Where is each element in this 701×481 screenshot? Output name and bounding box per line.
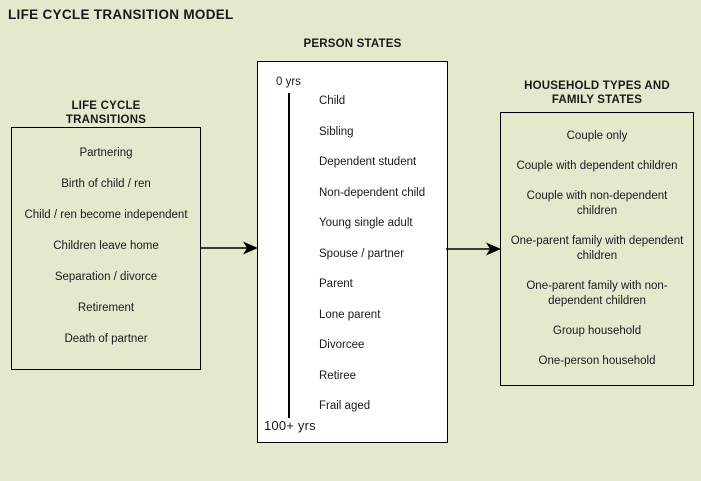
list-item: Dependent student — [319, 156, 417, 168]
list-item: One-person household — [538, 355, 656, 367]
age-start-label: 0 yrs — [276, 76, 301, 88]
list-item: Couple with non-dependent children — [526, 190, 668, 217]
right-heading-line-2: FAMILY STATES — [551, 94, 643, 106]
list-item: Couple with dependent children — [516, 160, 678, 172]
list-item: Non-dependent child — [319, 186, 426, 199]
list-item: One-parent family with non-dependent chi… — [526, 280, 668, 307]
list-item: Separation / divorce — [54, 271, 158, 283]
age-end-label: 100+ yrs — [264, 418, 316, 433]
age-timeline-line — [288, 93, 290, 418]
list-item: Death of partner — [64, 333, 148, 345]
arrow-left-to-center-icon — [200, 238, 260, 263]
right-heading-line-1: HOUSEHOLD TYPES AND — [524, 80, 670, 92]
arrow-center-to-right-icon — [446, 239, 504, 264]
list-item: Young single adult — [319, 217, 413, 229]
list-item: Spouse / partner — [319, 247, 405, 260]
list-item: Retirement — [77, 302, 135, 314]
list-item: Divorcee — [319, 339, 365, 351]
right-column-heading: HOUSEHOLD TYPES AND FAMILY STATES — [500, 79, 694, 107]
left-heading-line-1: LIFE CYCLE — [71, 100, 141, 112]
left-column-heading: LIFE CYCLE TRANSITIONS — [16, 99, 196, 127]
list-item: Frail aged — [319, 400, 371, 412]
list-item: Retiree — [319, 369, 357, 382]
life-cycle-transitions-list: Partnering Birth of child / ren Child / … — [12, 146, 200, 363]
center-column-heading: PERSON STATES — [303, 38, 402, 50]
list-item: Children leave home — [53, 240, 159, 252]
list-item: Group household — [552, 325, 642, 337]
list-item: Couple only — [566, 130, 628, 142]
life-cycle-transitions-box: Partnering Birth of child / ren Child / … — [11, 127, 201, 370]
list-item: Child — [319, 95, 346, 107]
household-types-list: Couple only Couple with dependent childr… — [501, 129, 693, 384]
person-states-box: 0 yrs 100+ yrs Child Sibling Dependent s… — [257, 61, 448, 443]
list-item: Child / ren become independent — [24, 209, 188, 221]
list-item: One-parent family with dependent childre… — [510, 235, 684, 262]
list-item: Parent — [319, 278, 353, 290]
list-item: Lone parent — [319, 308, 381, 321]
left-heading-line-2: TRANSITIONS — [65, 114, 147, 126]
list-item: Birth of child / ren — [61, 178, 151, 190]
list-item: Partnering — [79, 147, 133, 159]
list-item: Sibling — [319, 125, 354, 138]
person-states-list: Child Sibling Dependent student Non-depe… — [319, 94, 449, 430]
household-types-box: Couple only Couple with dependent childr… — [500, 112, 694, 386]
page-title: LIFE CYCLE TRANSITION MODEL — [8, 7, 234, 22]
